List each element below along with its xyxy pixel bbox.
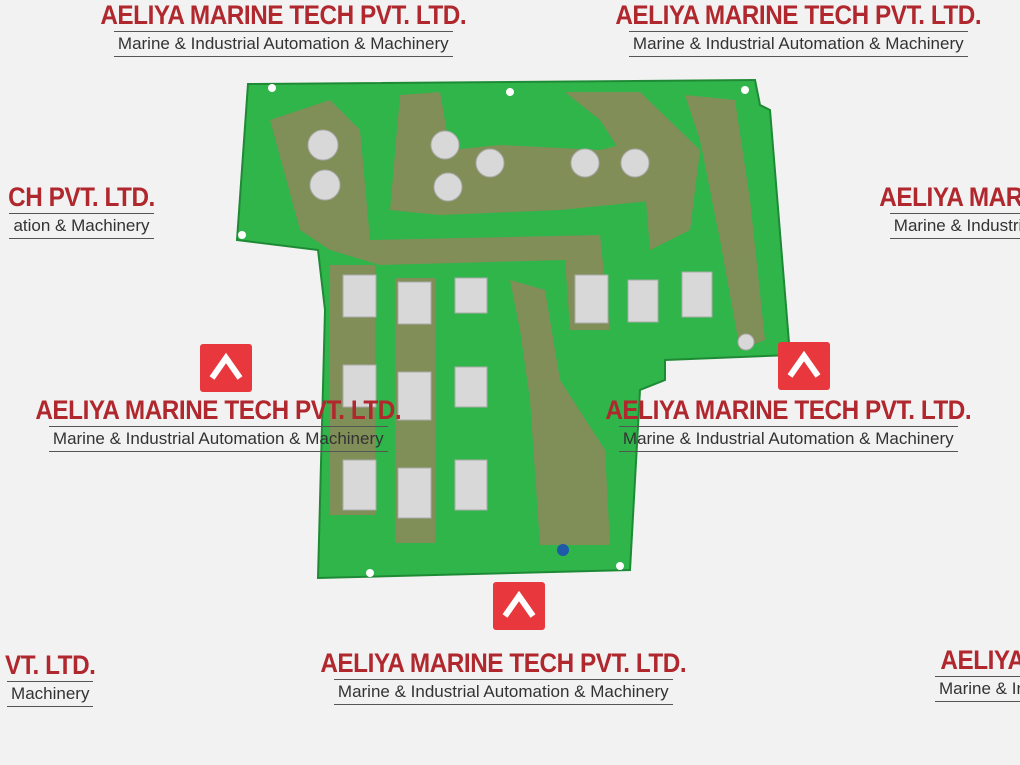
watermark: AELIYA MARINE TECH PVT. LTD.Marine & Ind… <box>595 0 1002 57</box>
logo-icon <box>778 342 830 390</box>
watermark: AELIYA MARINE TECH PVT. LTD.Marine & Ind… <box>585 395 992 452</box>
watermark-partial: CH PVT. LTD.ation & Machinery <box>0 182 163 239</box>
watermark: AELIYA MARINE TECH PVT. LTD.Marine & Ind… <box>300 648 707 705</box>
watermark-partial: VT. LTD.Machinery <box>0 650 101 707</box>
watermark: AELIYA MARINE TECH PVT. LTD.Marine & Ind… <box>80 0 487 57</box>
logo-icon <box>200 344 252 392</box>
logo-icon <box>493 582 545 630</box>
watermark: AELIYA MARINE TECH PVT. LTD.Marine & Ind… <box>15 395 422 452</box>
watermark-partial: AELIYA MARINMarine & Industria <box>870 182 1020 239</box>
